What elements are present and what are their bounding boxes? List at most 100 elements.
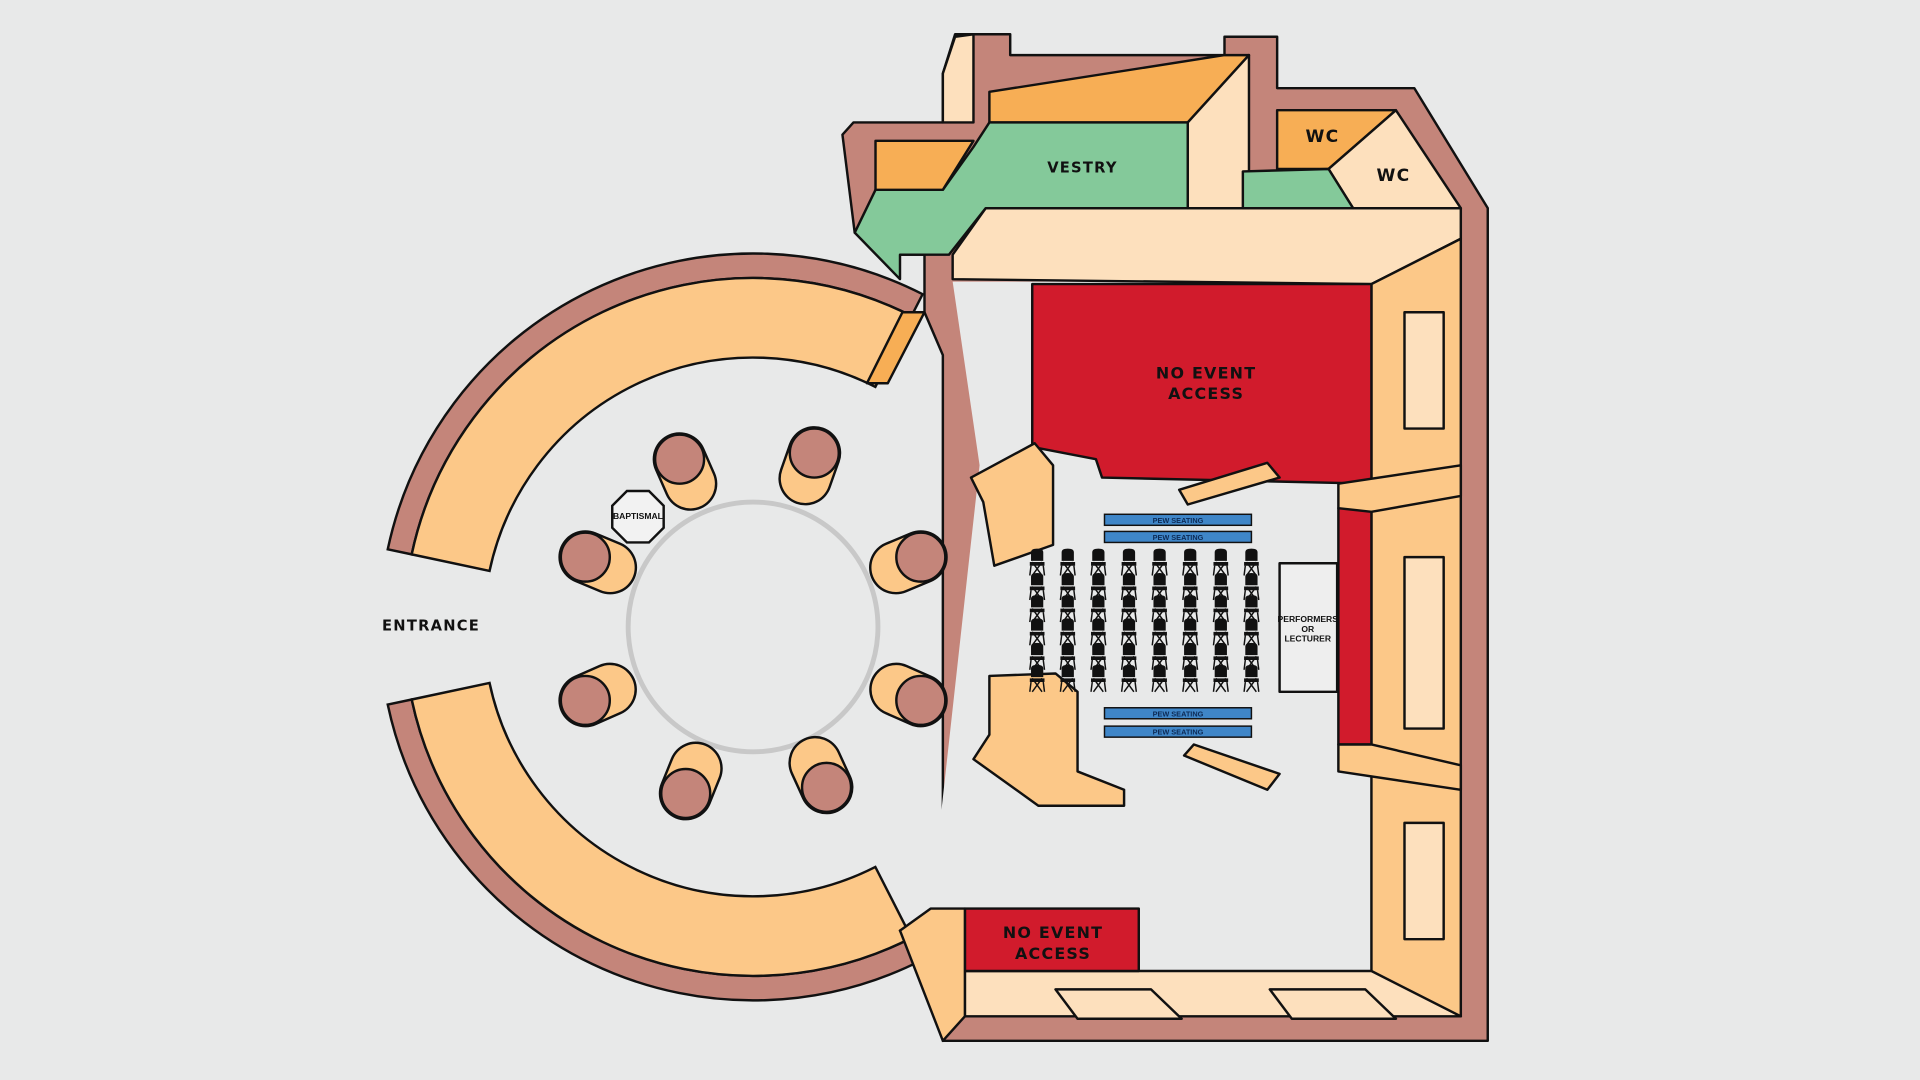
chair bbox=[1243, 618, 1260, 646]
pew bbox=[1103, 707, 1253, 720]
column bbox=[869, 530, 948, 595]
pew-label: PEW SEATING bbox=[1153, 516, 1204, 525]
chair bbox=[1059, 642, 1076, 671]
chair bbox=[1243, 573, 1260, 601]
stage-wall bbox=[1337, 464, 1463, 514]
chair bbox=[1182, 548, 1199, 576]
performer-area bbox=[1278, 562, 1339, 694]
chair bbox=[1120, 642, 1138, 671]
column bbox=[558, 530, 638, 595]
north-wall bbox=[951, 206, 1463, 286]
no-access-label: ACCESS bbox=[1015, 944, 1091, 963]
rotunda-wall bbox=[410, 681, 914, 978]
chair bbox=[1029, 573, 1046, 601]
pew bbox=[1103, 513, 1253, 527]
window bbox=[1403, 821, 1445, 941]
chair bbox=[1182, 595, 1199, 623]
chair bbox=[1212, 618, 1229, 646]
chair bbox=[1029, 664, 1046, 693]
vestry-label: VESTRY bbox=[1047, 160, 1118, 177]
wc-label: WC bbox=[1377, 166, 1411, 186]
bench bbox=[1182, 743, 1281, 792]
chair bbox=[1243, 548, 1260, 576]
stage-wall bbox=[1337, 743, 1463, 792]
wc-label: WC bbox=[1305, 127, 1339, 147]
columns bbox=[558, 426, 948, 821]
column bbox=[652, 432, 718, 511]
rotunda-circle bbox=[625, 499, 881, 755]
no-access-label: NO EVENT bbox=[1156, 363, 1256, 382]
pew bbox=[1103, 725, 1253, 738]
green-room bbox=[1241, 167, 1355, 210]
chair bbox=[1029, 642, 1046, 671]
chair bbox=[1120, 618, 1138, 646]
pew-seating: PEW SEATING PEW SEATING PEW SEATING PEW SEA… bbox=[1103, 513, 1253, 738]
window bbox=[1054, 988, 1183, 1020]
column bbox=[658, 741, 723, 821]
pew-label: PEW SEATING bbox=[1153, 709, 1204, 718]
chair bbox=[1120, 595, 1138, 623]
chair bbox=[1120, 548, 1138, 576]
bench bbox=[1177, 461, 1281, 506]
chair bbox=[1151, 548, 1168, 576]
chair bbox=[1059, 618, 1076, 646]
chair bbox=[1212, 548, 1229, 576]
chair bbox=[1182, 642, 1199, 671]
chair bbox=[1090, 664, 1107, 693]
chair bbox=[1120, 664, 1138, 693]
chair bbox=[1029, 548, 1046, 576]
chair bbox=[1090, 642, 1107, 671]
orange-room bbox=[874, 139, 975, 192]
chairs bbox=[1029, 548, 1260, 693]
chair bbox=[1120, 573, 1138, 601]
stage-curtain bbox=[1337, 506, 1373, 746]
column bbox=[778, 426, 842, 506]
no-access-zone-bottom bbox=[963, 907, 1140, 973]
chair bbox=[1029, 595, 1046, 623]
chair bbox=[1059, 595, 1076, 623]
baptismal-font bbox=[611, 489, 665, 544]
no-access-label: ACCESS bbox=[1168, 384, 1244, 403]
chair bbox=[1029, 618, 1046, 646]
chair bbox=[1212, 595, 1229, 623]
cream-room bbox=[941, 33, 975, 124]
performers-label: LECTURER bbox=[1284, 634, 1331, 644]
entrance-label: ENTRANCE bbox=[382, 618, 480, 635]
chair bbox=[1212, 642, 1229, 671]
chair bbox=[1151, 642, 1168, 671]
chair bbox=[1182, 664, 1199, 693]
bench bbox=[898, 907, 967, 1043]
bench bbox=[865, 311, 926, 385]
chair bbox=[1182, 573, 1199, 601]
window bbox=[1403, 311, 1445, 430]
chair bbox=[1090, 573, 1107, 601]
chair bbox=[1243, 595, 1260, 623]
performers-label: OR bbox=[1301, 624, 1315, 634]
chair bbox=[1243, 664, 1260, 693]
chair bbox=[1151, 595, 1168, 623]
performers-label: PERFORMERS bbox=[1278, 614, 1339, 624]
chair bbox=[1059, 573, 1076, 601]
chair bbox=[1151, 664, 1168, 693]
chair bbox=[1059, 548, 1076, 576]
column bbox=[558, 662, 637, 728]
chair bbox=[1059, 664, 1076, 693]
no-access-label: NO EVENT bbox=[1003, 923, 1103, 942]
chair bbox=[1243, 642, 1260, 671]
column bbox=[788, 735, 854, 815]
pew-label: PEW SEATING bbox=[1153, 728, 1204, 737]
chair bbox=[1182, 618, 1199, 646]
chair bbox=[1090, 548, 1107, 576]
pew bbox=[1103, 530, 1253, 544]
bench bbox=[969, 442, 1055, 567]
window bbox=[1268, 988, 1398, 1020]
chair bbox=[1151, 618, 1168, 646]
baptismal-label: BAPTISMAL bbox=[613, 511, 663, 521]
chair bbox=[1090, 595, 1107, 623]
pew-label: PEW SEATING bbox=[1153, 533, 1204, 542]
column bbox=[869, 662, 948, 728]
window bbox=[1403, 555, 1445, 730]
chair bbox=[1212, 664, 1229, 693]
chair bbox=[1151, 573, 1168, 601]
